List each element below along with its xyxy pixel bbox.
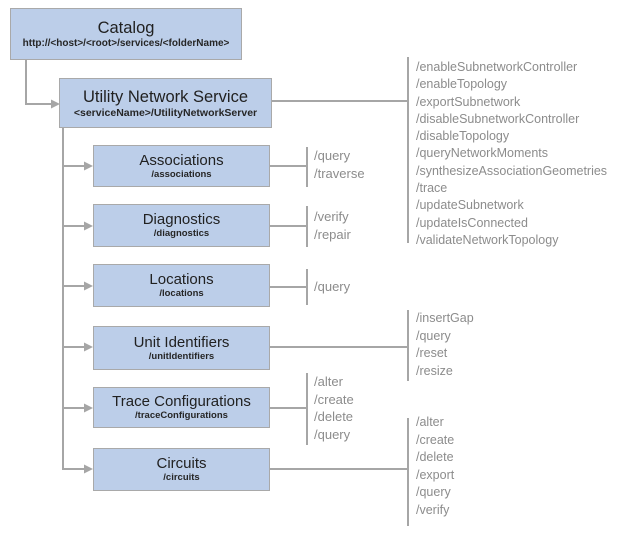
arrowhead-icon xyxy=(84,464,93,474)
operation-item: /disableTopology xyxy=(416,129,510,144)
operation-item: /delete xyxy=(314,409,354,425)
node-associations-title: Associations xyxy=(139,151,224,169)
node-trace-configurations: Trace Configurations /traceConfiguration… xyxy=(93,387,270,428)
node-diagnostics: Diagnostics /diagnostics xyxy=(93,204,270,247)
node-catalog: Catalog http://<host>/<root>/services/<f… xyxy=(10,8,242,60)
node-unit-identifiers: Unit Identifiers /unitIdentifiers xyxy=(93,326,270,370)
connector-branch-trace-configurations xyxy=(62,403,93,413)
operation-item: /reset xyxy=(416,346,448,361)
operation-item: /verify xyxy=(416,502,450,517)
operation-item: /repair xyxy=(314,227,351,242)
arrowhead-icon xyxy=(51,99,60,109)
operation-item: /enableSubnetworkController xyxy=(416,60,578,74)
operation-item: /resize xyxy=(416,363,453,378)
node-circuits-title: Circuits xyxy=(156,455,207,472)
operation-item: /trace xyxy=(416,181,448,196)
node-catalog-url: http://<host>/<root>/services/<folderNam… xyxy=(22,37,230,49)
node-associations: Associations /associations xyxy=(93,145,270,187)
node-utility-network-service: Utility Network Service <serviceName>/Ut… xyxy=(59,78,272,128)
operation-item: /delete xyxy=(416,450,454,464)
connector-catalog-to-uns xyxy=(25,60,60,109)
operation-item: /validateNetworkTopology xyxy=(416,232,559,247)
arrowhead-icon xyxy=(84,221,93,231)
node-utility-network-service-path: <serviceName>/UtilityNetworkServer xyxy=(73,106,258,119)
operation-item: /query xyxy=(416,485,451,499)
operations-list-locations: /query xyxy=(314,278,350,296)
operations-list-diagnostics: /verify/repair xyxy=(314,208,351,244)
arrowhead-icon xyxy=(84,342,93,352)
arrowhead-icon xyxy=(84,403,93,413)
operation-item: /alter xyxy=(314,374,343,389)
operation-item: /query xyxy=(416,328,451,343)
operation-item: /alter xyxy=(416,415,444,429)
operation-item: /disableSubnetworkController xyxy=(416,111,580,126)
operations-list-utility-network-service: /enableSubnetworkController/enableTopolo… xyxy=(416,59,607,249)
connector-circuits-operations xyxy=(270,418,409,526)
operation-item: /synthesizeAssociationGeometries xyxy=(416,163,608,178)
node-catalog-title: Catalog xyxy=(97,18,155,37)
node-locations: Locations /locations xyxy=(93,264,270,307)
operation-item: /export xyxy=(416,467,455,482)
node-diagnostics-path: /diagnostics xyxy=(153,228,210,239)
connector-branch-associations xyxy=(62,161,93,171)
node-trace-configurations-title: Trace Configurations xyxy=(112,393,251,410)
connector-branch-locations xyxy=(62,281,93,291)
connector-trace-configurations-operations xyxy=(270,373,308,445)
node-unit-identifiers-title: Unit Identifiers xyxy=(133,333,230,351)
node-locations-title: Locations xyxy=(149,271,214,288)
node-unit-identifiers-path: /unitIdentifiers xyxy=(148,350,215,362)
node-utility-network-service-title: Utility Network Service xyxy=(82,87,249,106)
connector-branch-diagnostics xyxy=(62,221,93,231)
node-diagnostics-title: Diagnostics xyxy=(142,211,221,228)
connector-associations-operations xyxy=(270,147,308,187)
operation-item: /updateSubnetwork xyxy=(416,198,524,213)
node-circuits-path: /circuits xyxy=(163,472,200,483)
connector-unit-identifiers-operations xyxy=(270,310,409,381)
operations-list-unit-identifiers: /insertGap/query/reset/resize xyxy=(416,310,474,380)
arrowhead-icon xyxy=(84,161,93,171)
operation-item: /create xyxy=(314,391,354,407)
operation-item: /verify xyxy=(314,209,349,224)
operation-item: /traverse xyxy=(314,166,365,181)
connector-branch-unit-identifiers xyxy=(62,342,93,352)
operations-list-circuits: /alter/create/delete/export/query/verify xyxy=(416,414,454,519)
operations-list-associations: /query/traverse xyxy=(314,147,365,183)
operation-item: /query xyxy=(314,148,351,163)
connector-locations-operations xyxy=(270,269,308,305)
connector-branch-circuits xyxy=(62,464,93,474)
operation-item: /exportSubnetwork xyxy=(416,94,521,109)
operation-item: /query xyxy=(314,426,351,442)
operation-item: /insertGap xyxy=(416,311,474,325)
connector-uns-operations xyxy=(272,57,409,243)
operation-item: /query xyxy=(314,279,351,294)
operation-item: /updateIsConnected xyxy=(416,215,528,230)
node-trace-configurations-path: /traceConfigurations xyxy=(135,410,228,421)
operation-item: /enableTopology xyxy=(416,77,508,92)
operation-item: /queryNetworkMoments xyxy=(416,146,548,161)
operations-list-trace-configurations: /alter/create/delete/query xyxy=(314,373,354,443)
node-locations-path: /locations xyxy=(159,288,204,299)
node-circuits: Circuits /circuits xyxy=(93,448,270,491)
operation-item: /create xyxy=(416,432,455,447)
arrowhead-icon xyxy=(84,281,93,291)
node-associations-path: /associations xyxy=(151,168,212,180)
connector-diagnostics-operations xyxy=(270,206,308,247)
